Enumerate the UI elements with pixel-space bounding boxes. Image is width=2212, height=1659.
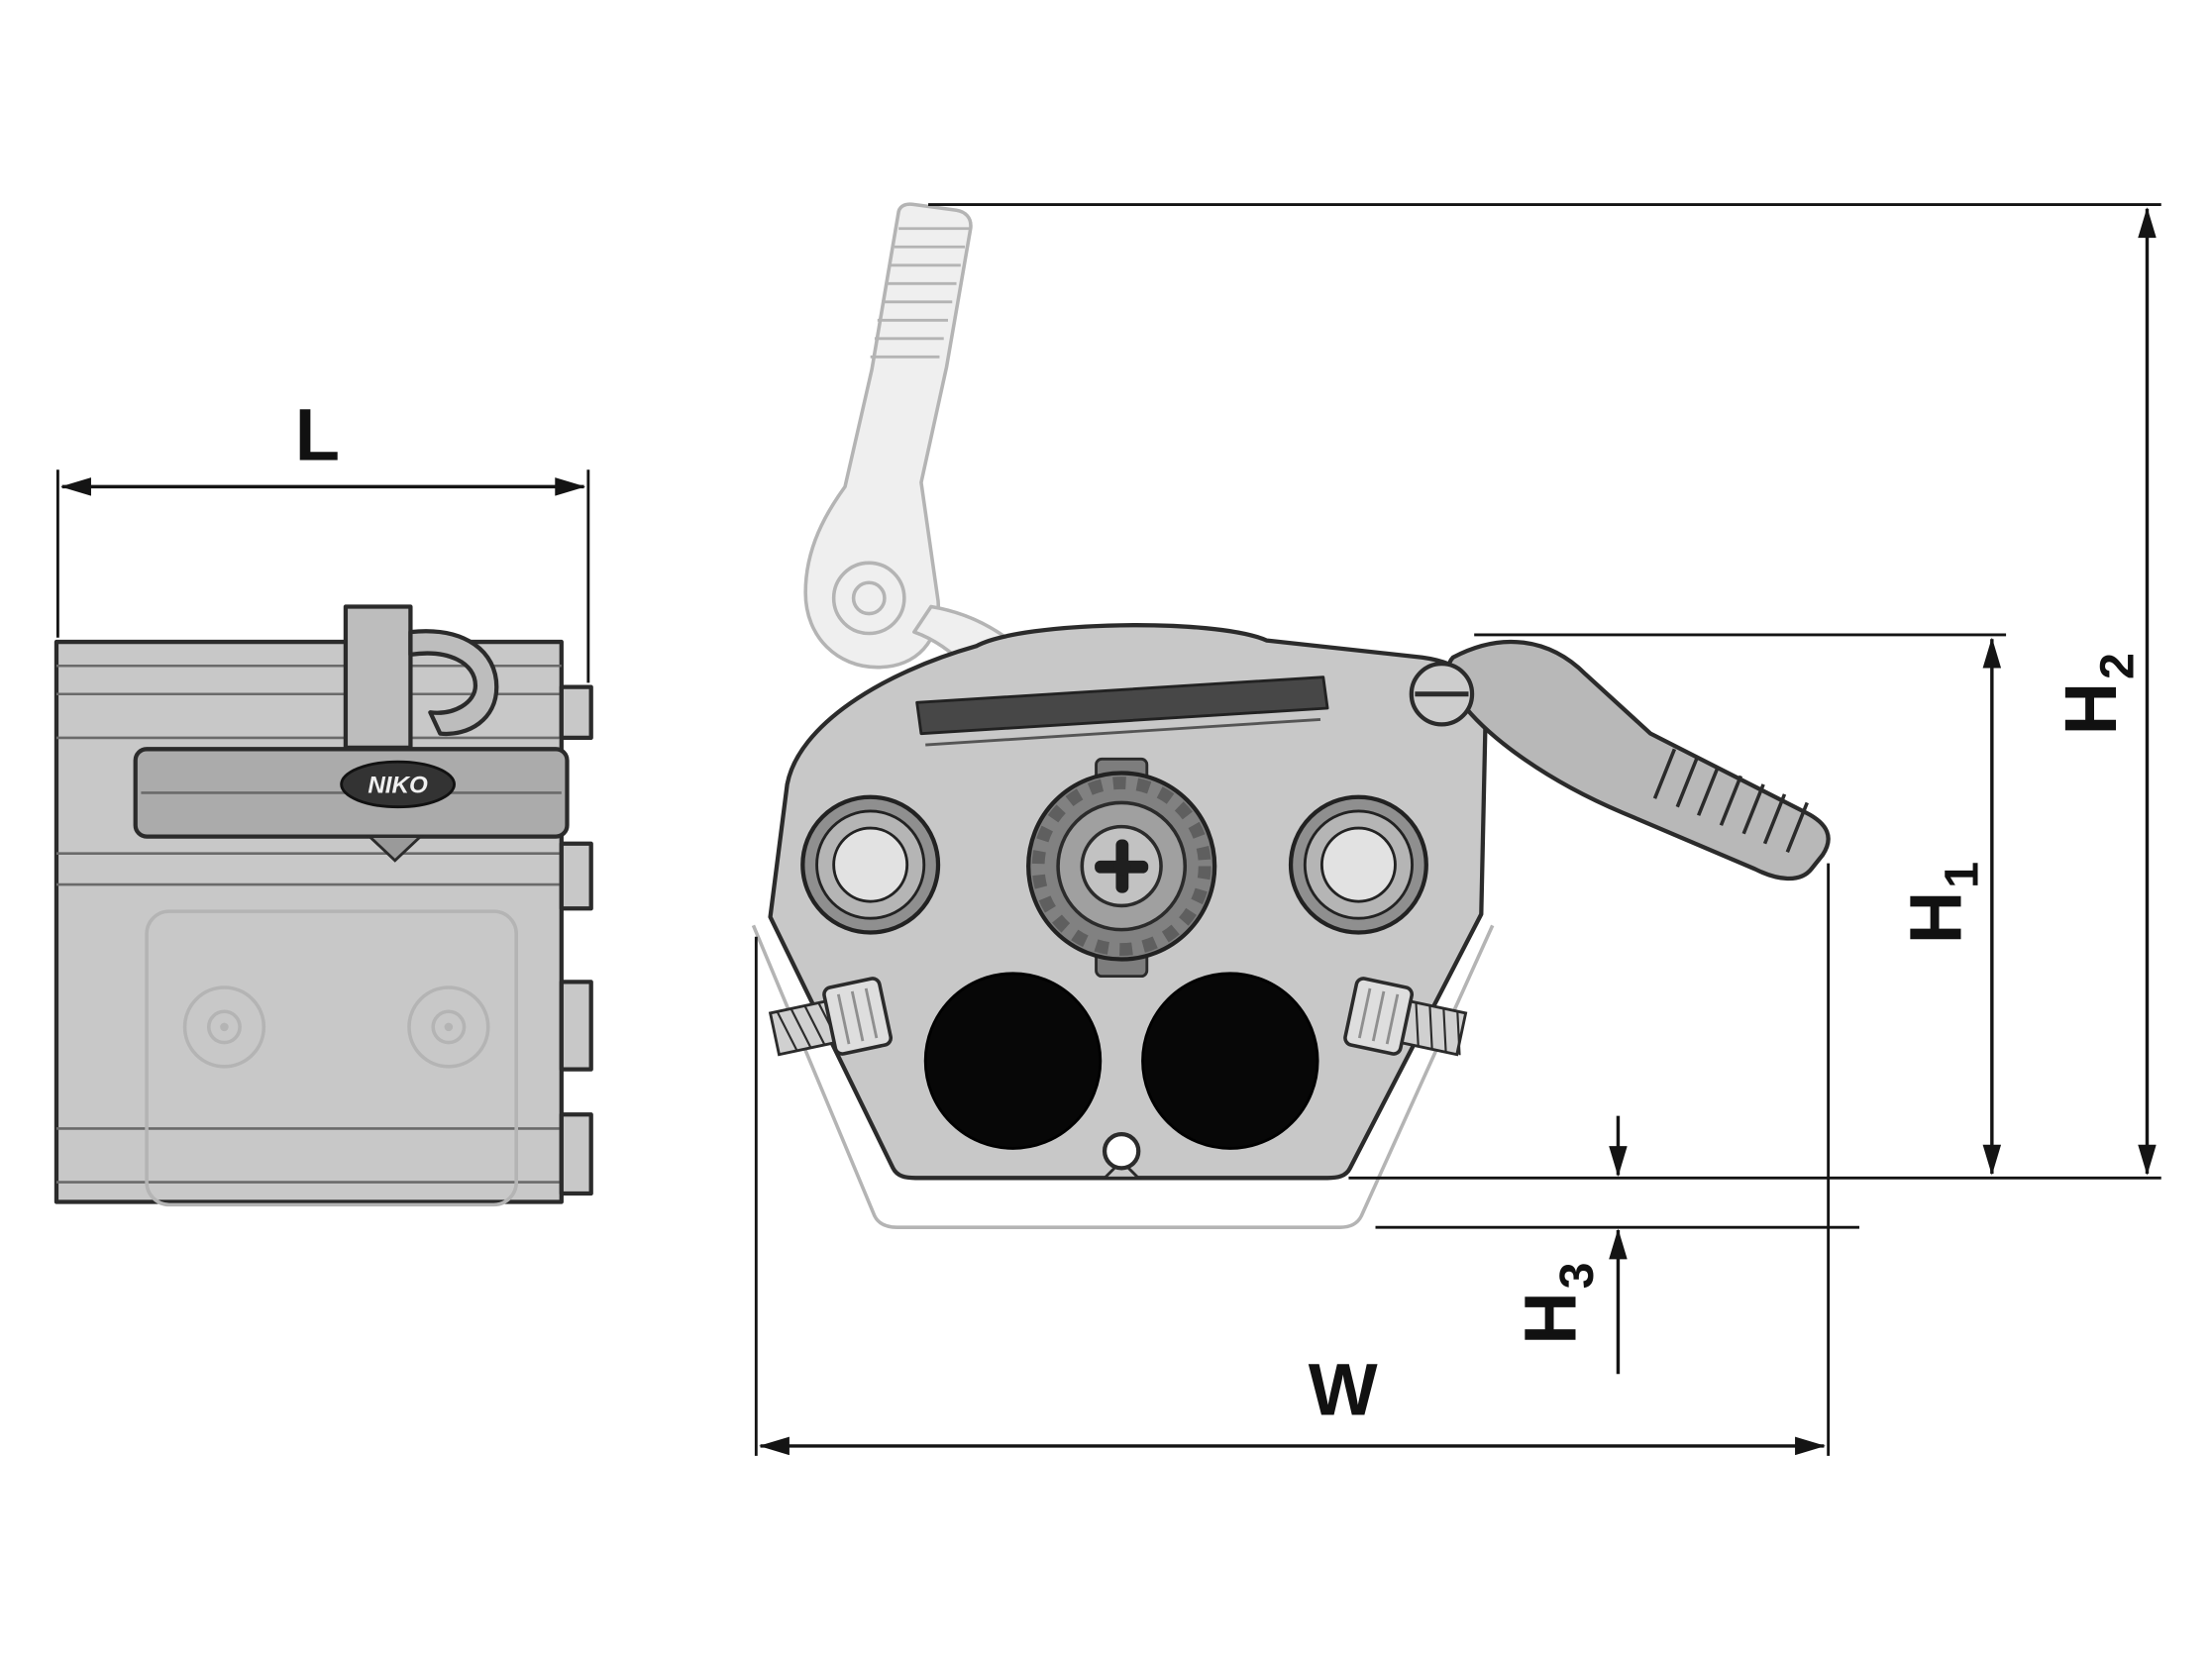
rail-hook — [343, 604, 499, 751]
side-view: NIKO — [53, 604, 593, 1207]
front-view — [751, 202, 1831, 1229]
brand-logo-text: NIKO — [368, 772, 428, 798]
ghost-mount-plate — [145, 909, 519, 1207]
side-view-body — [53, 639, 564, 1204]
dimension-label-H1: H1 — [1895, 862, 1989, 944]
brand-logo — [340, 760, 456, 809]
dimension-W: W — [754, 863, 1831, 1456]
extension-line — [754, 863, 1831, 1456]
top-jaw-slot — [925, 717, 1321, 747]
right-roller — [1288, 794, 1428, 935]
dimension-H3: H3 — [1375, 1115, 1859, 1375]
top-jaw — [915, 675, 1329, 736]
left-roller — [800, 794, 941, 935]
adjustment-knob — [1026, 757, 1217, 979]
ghost-bolt-left — [182, 985, 266, 1069]
cable-hole-right — [1141, 972, 1319, 1150]
ghost-bolt-right — [407, 985, 490, 1069]
side-view-steps — [559, 684, 593, 1196]
ghost-lever-grip-serrations — [870, 227, 970, 359]
release-lever — [1409, 639, 1831, 881]
lever-grip-serrations — [1652, 748, 1809, 853]
dimension-H1: H1 — [1474, 633, 2007, 1176]
extension-line — [928, 203, 2161, 1180]
ghost-skirt — [751, 924, 1495, 1229]
dimensions: L W H2 H1 H3 — [55, 203, 2161, 1456]
clamp-bar: NIKO — [133, 747, 570, 863]
cable-hole-left — [923, 972, 1103, 1150]
side-bolt-right — [1343, 977, 1468, 1057]
dimension-L: L — [55, 393, 590, 683]
side-view-detail-lines — [55, 664, 562, 1184]
side-bolt-left — [768, 977, 894, 1057]
dimension-label-H2: H2 — [2050, 653, 2144, 735]
bar-pointer — [366, 835, 424, 863]
dimension-label-W: W — [1309, 1349, 1378, 1431]
extension-line — [55, 469, 590, 683]
ghost-lever-pivot — [831, 561, 906, 636]
dimension-label-H3: H3 — [1510, 1262, 1604, 1344]
lever-pivot-screw — [1409, 662, 1475, 727]
phillips-screw-icon — [1095, 839, 1149, 893]
dimension-label-L: L — [295, 393, 340, 475]
bottom-pilot-hole — [1102, 1132, 1141, 1171]
dimension-H2: H2 — [928, 203, 2161, 1180]
